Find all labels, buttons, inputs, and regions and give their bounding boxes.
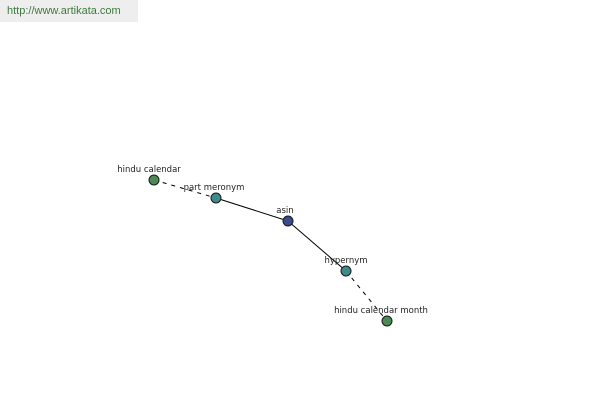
graph-nodes: hindu calendar part meronym asin hyperny… [117,165,428,327]
node-hypernym-label: hypernym [324,256,367,266]
node-hypernym-circle[interactable] [340,265,352,277]
node-hindu-calendar-month-circle[interactable] [381,315,393,327]
edge-hypernym-to-hindu-calendar-month [345,270,388,322]
edge-part-meronym-to-asin [215,197,289,222]
node-hypernym[interactable]: hypernym [324,256,368,277]
node-hindu-calendar[interactable]: hindu calendar [117,165,181,186]
node-part-meronym[interactable]: part meronym [184,183,245,204]
node-asin-circle[interactable] [282,215,294,227]
edge-asin-to-hypernym [287,220,347,272]
node-part-meronym-label: part meronym [184,183,245,193]
node-asin[interactable]: asin [276,206,294,227]
node-hindu-calendar-month-label: hindu calendar month [334,306,428,316]
node-hindu-calendar-month[interactable]: hindu calendar month [334,306,428,327]
source-url-link[interactable]: http://www.artikata.com [0,0,138,22]
node-hindu-calendar-label: hindu calendar [117,165,181,175]
node-hindu-calendar-circle[interactable] [148,174,160,186]
node-asin-label: asin [276,206,293,216]
edge-hindu-calendar-to-part-meronym [153,179,217,199]
graph-edges [153,179,388,322]
node-part-meronym-circle[interactable] [210,192,222,204]
